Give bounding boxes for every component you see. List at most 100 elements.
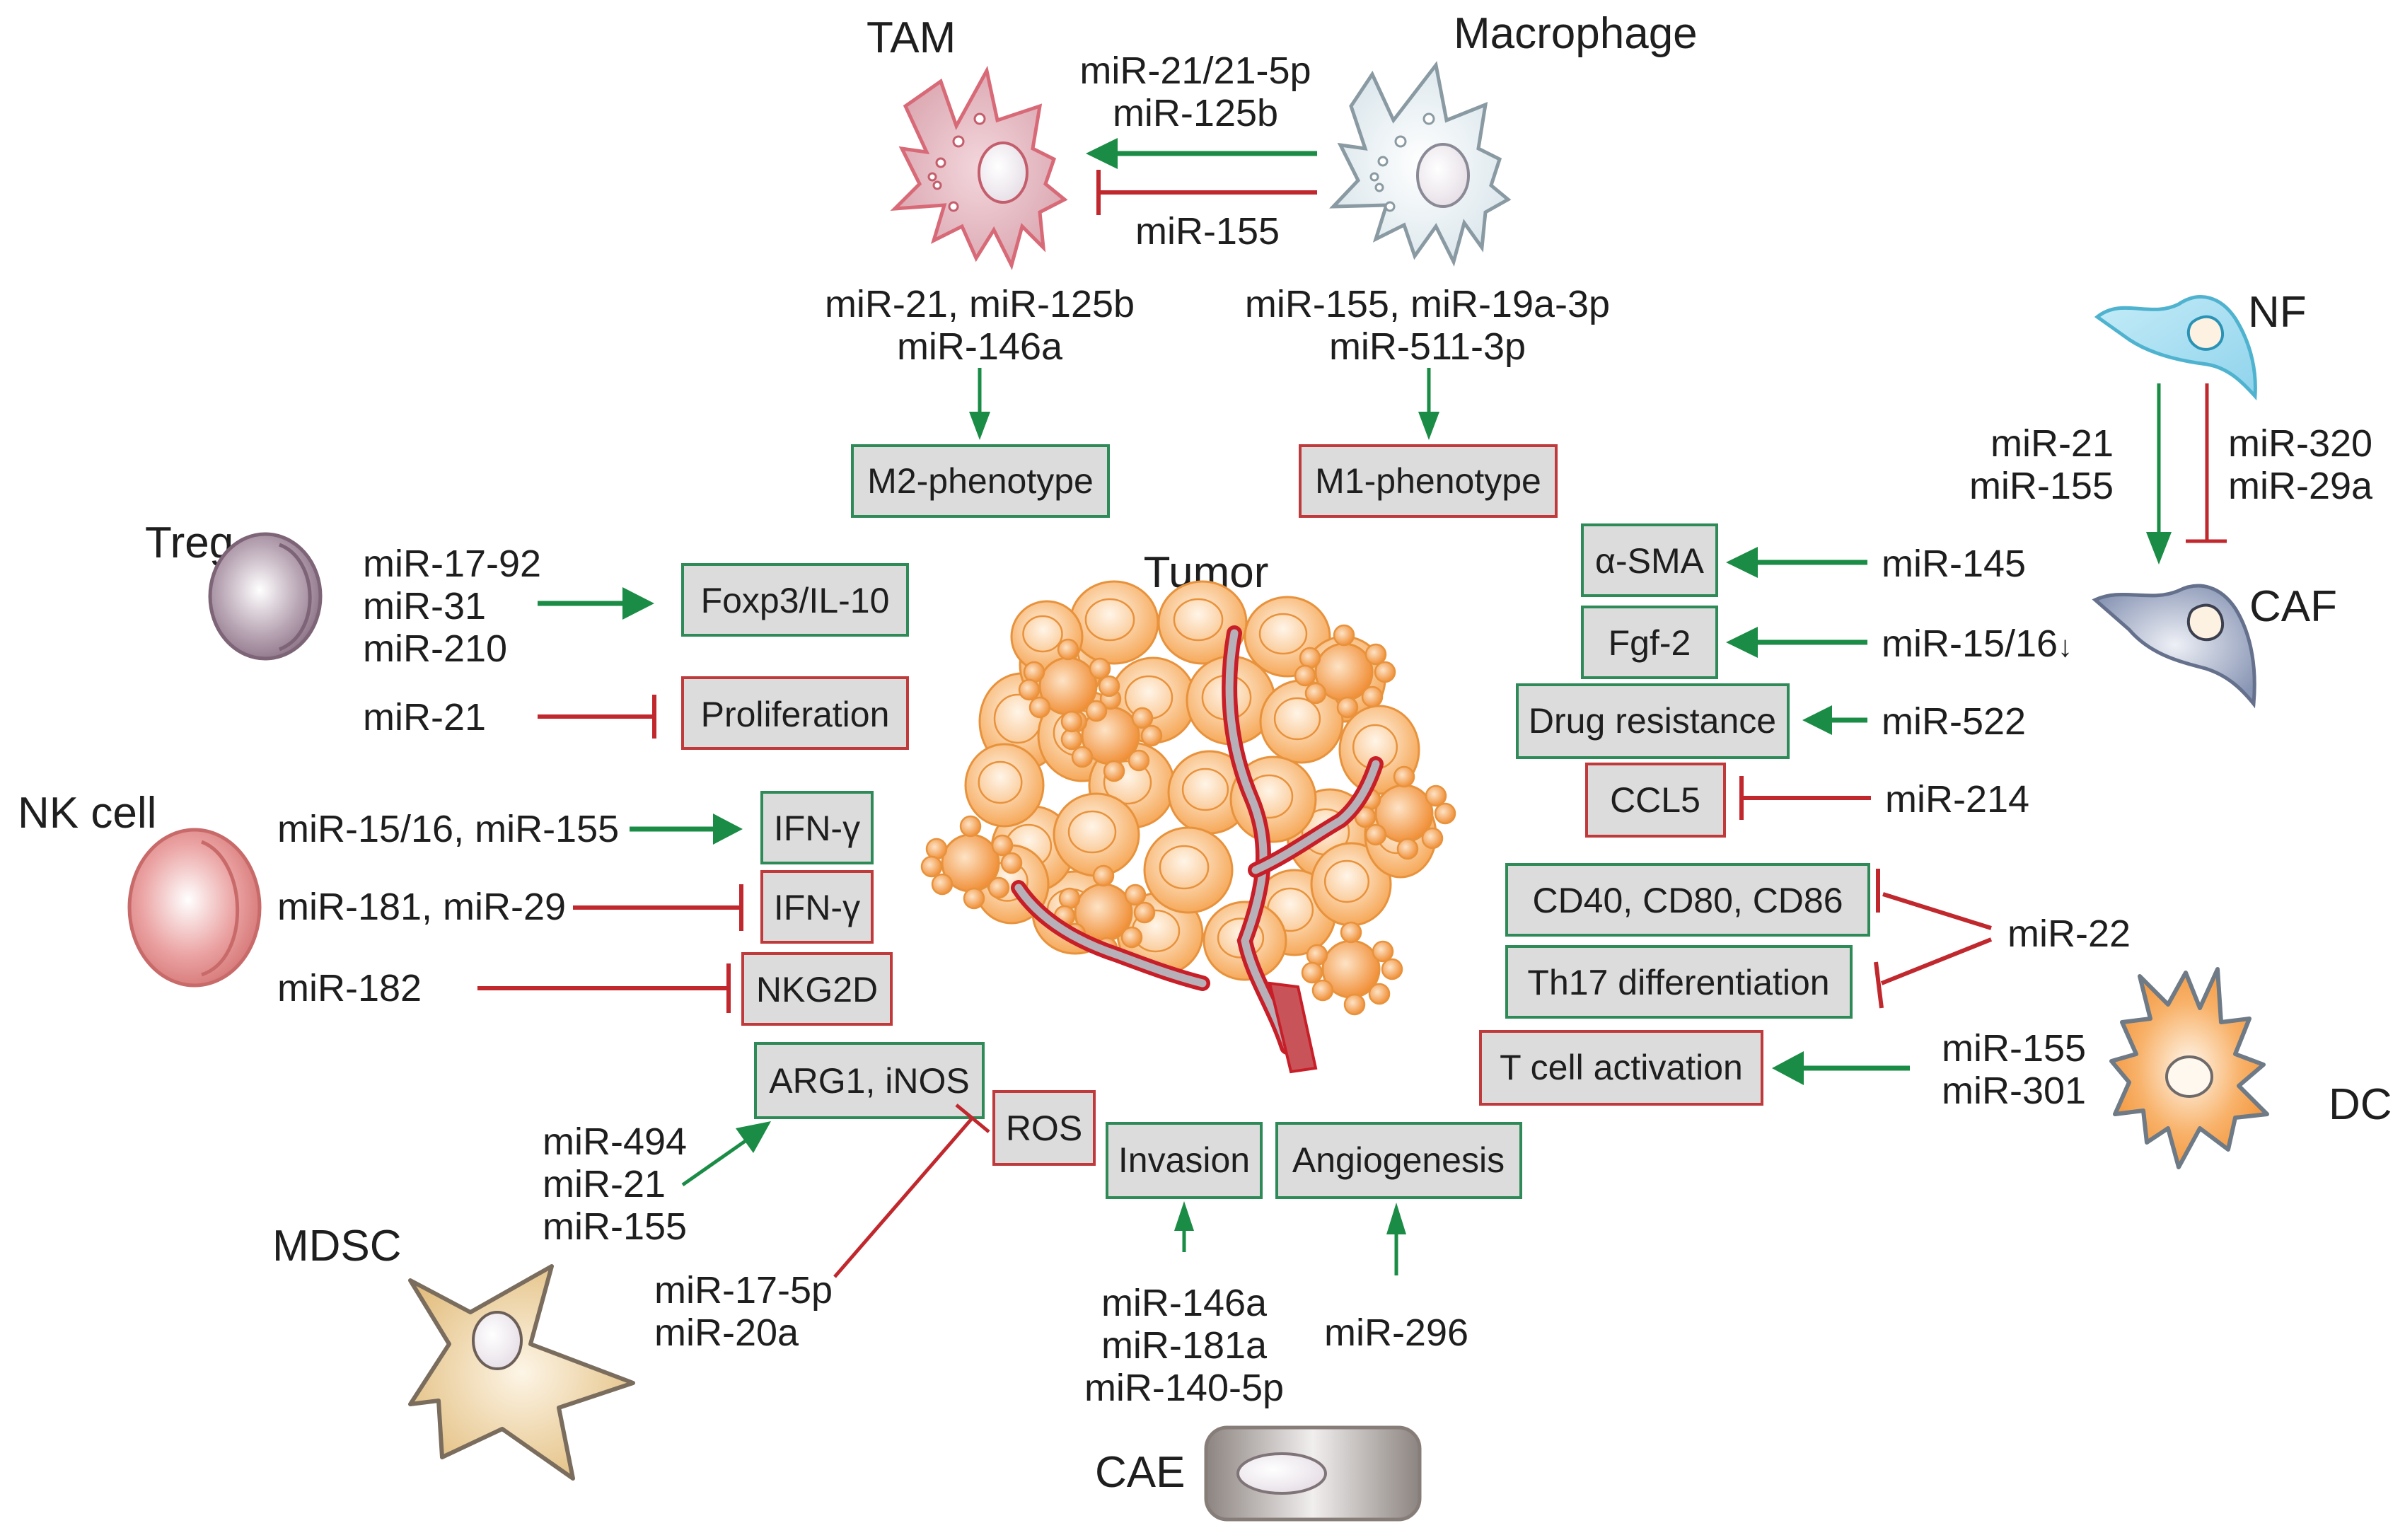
nf-cell-icon: [2094, 295, 2257, 401]
tumor-bud-bubble: [1018, 678, 1041, 701]
tumor-bud-bubble: [1294, 664, 1316, 687]
treg-cell-icon: [208, 532, 323, 661]
tumor-cell-nucleus: [1323, 859, 1370, 903]
tumor-bud-bubble: [1340, 921, 1362, 944]
alpha-sma-box: α-SMA: [1581, 523, 1718, 597]
mac-tam-mir-2: miR-125b: [1113, 92, 1278, 134]
tumor-bud-bubble: [1000, 852, 1023, 874]
cae-cell-icon: [1204, 1425, 1422, 1522]
dc-act-mir-1: miR-155: [1942, 1027, 2086, 1070]
ros-text: ROS: [1006, 1108, 1082, 1148]
tumor-bud-bubble: [1299, 647, 1321, 669]
foxp3-il10-text: Foxp3/IL-10: [701, 581, 890, 620]
caf-label: CAF: [2249, 582, 2337, 631]
arg1-inos-text: ARG1, iNOS: [769, 1061, 969, 1101]
tumor-cell-nucleus: [1022, 615, 1063, 653]
tumor-bud-bubble: [1133, 901, 1156, 924]
mdsc-inh-mir-2: miR-20a: [654, 1312, 799, 1354]
tumor-cell-nucleus: [1258, 613, 1308, 655]
tam-cell-icon: [890, 65, 1068, 270]
nk-row2-inhibition-line: [573, 884, 743, 931]
treg-inhibit-mir: miR-21: [363, 696, 486, 739]
macrophage-cell-icon: [1329, 61, 1512, 267]
tumor-bud-bubble: [1343, 993, 1366, 1016]
tumor-bud-bubble: [1128, 749, 1150, 772]
tumor-bud-bubble: [1396, 838, 1419, 860]
tumor-bud-bubble: [1089, 657, 1111, 680]
blood-vessel: [1225, 629, 1292, 1051]
caf-row3-inhibition-line: [1739, 776, 1871, 820]
angiogenesis-arrow: [1386, 1203, 1406, 1275]
mdsc-activation-arrow: [681, 1121, 771, 1187]
tumor-bud-bubble: [925, 838, 948, 860]
cae-label: CAE: [1095, 1448, 1185, 1497]
treg-mir-2: miR-31: [363, 585, 486, 627]
tumor-bud-bubble: [1028, 696, 1051, 719]
arg1-inos-box: ARG1, iNOS: [754, 1042, 985, 1119]
nk-row2-mir: miR-181, miR-29: [277, 886, 566, 928]
nf-caf-act-mir-2: miR-155: [1969, 465, 2114, 507]
mac-tam-inhibit-mir: miR-155: [1135, 210, 1280, 253]
tumor-bud-bubble: [1098, 675, 1120, 697]
tumor-bud-bubble: [1301, 961, 1323, 984]
dc-act-mir-2: miR-301: [1942, 1070, 2086, 1112]
mac-tam-mir-1: miR-21/21-5p: [1079, 50, 1311, 92]
m2-phenotype-box: M2-phenotype: [851, 444, 1110, 518]
nk-row3-inhibition-line: [477, 963, 731, 1013]
mdsc-label: MDSC: [272, 1222, 402, 1270]
nk-row3-mir: miR-182: [277, 967, 422, 1009]
tumor-cell: [1069, 580, 1159, 665]
nf-caf-inh-mir-1: miR-320: [2228, 422, 2372, 465]
invasion-arrow: [1174, 1201, 1194, 1252]
tumor-bud-bubble: [1092, 864, 1115, 887]
nf-caf-inh-mir-2: miR-29a: [2228, 465, 2373, 507]
blood-vessel: [1014, 884, 1207, 988]
ifn-gamma-box-activated: IFN-γ: [760, 791, 874, 864]
tumor-bud-bubble: [963, 887, 985, 910]
caf-row2-mir: miR-522: [1882, 700, 2026, 743]
tumor-bud-bubble: [1124, 884, 1147, 906]
blood-vessel: [1251, 760, 1380, 874]
dc-activation-arrow: [1772, 1051, 1910, 1085]
ifn-gamma-text-2: IFN-γ: [774, 888, 860, 927]
ros-box: ROS: [992, 1090, 1096, 1166]
invasion-box: Invasion: [1106, 1122, 1263, 1199]
caf-row1-mir: miR-15/16↓: [1882, 623, 2073, 665]
invasion-text: Invasion: [1118, 1140, 1250, 1180]
tumor-bud-bubble: [920, 855, 943, 878]
th17-differentiation-text: Th17 differentiation: [1527, 963, 1829, 1002]
tumor-bud-bubble: [959, 815, 982, 838]
tumor-bud-bubble: [1361, 685, 1384, 708]
tumor-cell: [964, 743, 1045, 828]
tumor-cell-nucleus: [1181, 768, 1229, 811]
tumor-bud-bubble: [1060, 710, 1083, 733]
caf-row0-mir: miR-145: [1882, 543, 2026, 585]
nkg2d-box: NKG2D: [741, 952, 893, 1026]
cae-inv-mir-1: miR-146a: [1101, 1282, 1268, 1324]
tumor-bud-bubble: [987, 876, 1010, 899]
cd40-cd80-cd86-box: CD40, CD80, CD86: [1505, 863, 1870, 937]
tumor-bud-bubble: [1336, 696, 1359, 719]
caf-row1-arrow: [1726, 627, 1867, 658]
tumor-cell-nucleus: [1159, 845, 1210, 890]
caf-cell-icon: [2092, 584, 2256, 709]
fgf2-text: Fgf-2: [1609, 623, 1691, 663]
ccl5-text: CCL5: [1610, 780, 1700, 820]
treg-inhibition-line: [538, 695, 656, 739]
nf-caf-act-mir-1: miR-21: [1990, 422, 2114, 465]
tam-m2-arrow: [969, 368, 990, 440]
proliferation-text: Proliferation: [701, 695, 890, 734]
proliferation-box: Proliferation: [681, 676, 909, 750]
mac-tam-activation-arrow: [1086, 138, 1317, 169]
foxp3-il10-box: Foxp3/IL-10: [681, 563, 909, 637]
tumor-bud-bubble: [1364, 823, 1387, 846]
caf-row2-arrow: [1802, 705, 1867, 735]
cd40-cd80-cd86-text: CD40, CD80, CD86: [1532, 881, 1843, 920]
cae-inv-mir-2: miR-181a: [1101, 1324, 1268, 1367]
drug-resistance-text: Drug resistance: [1529, 701, 1776, 741]
tumor-bud-bubble: [1372, 940, 1394, 963]
tumor-bud-bubble: [1304, 682, 1327, 705]
tumor-bud-bubble: [1057, 638, 1079, 661]
mac-m1-mir-1: miR-155, miR-19a-3p: [1245, 283, 1610, 325]
tumor-cell-nucleus: [1217, 917, 1265, 959]
